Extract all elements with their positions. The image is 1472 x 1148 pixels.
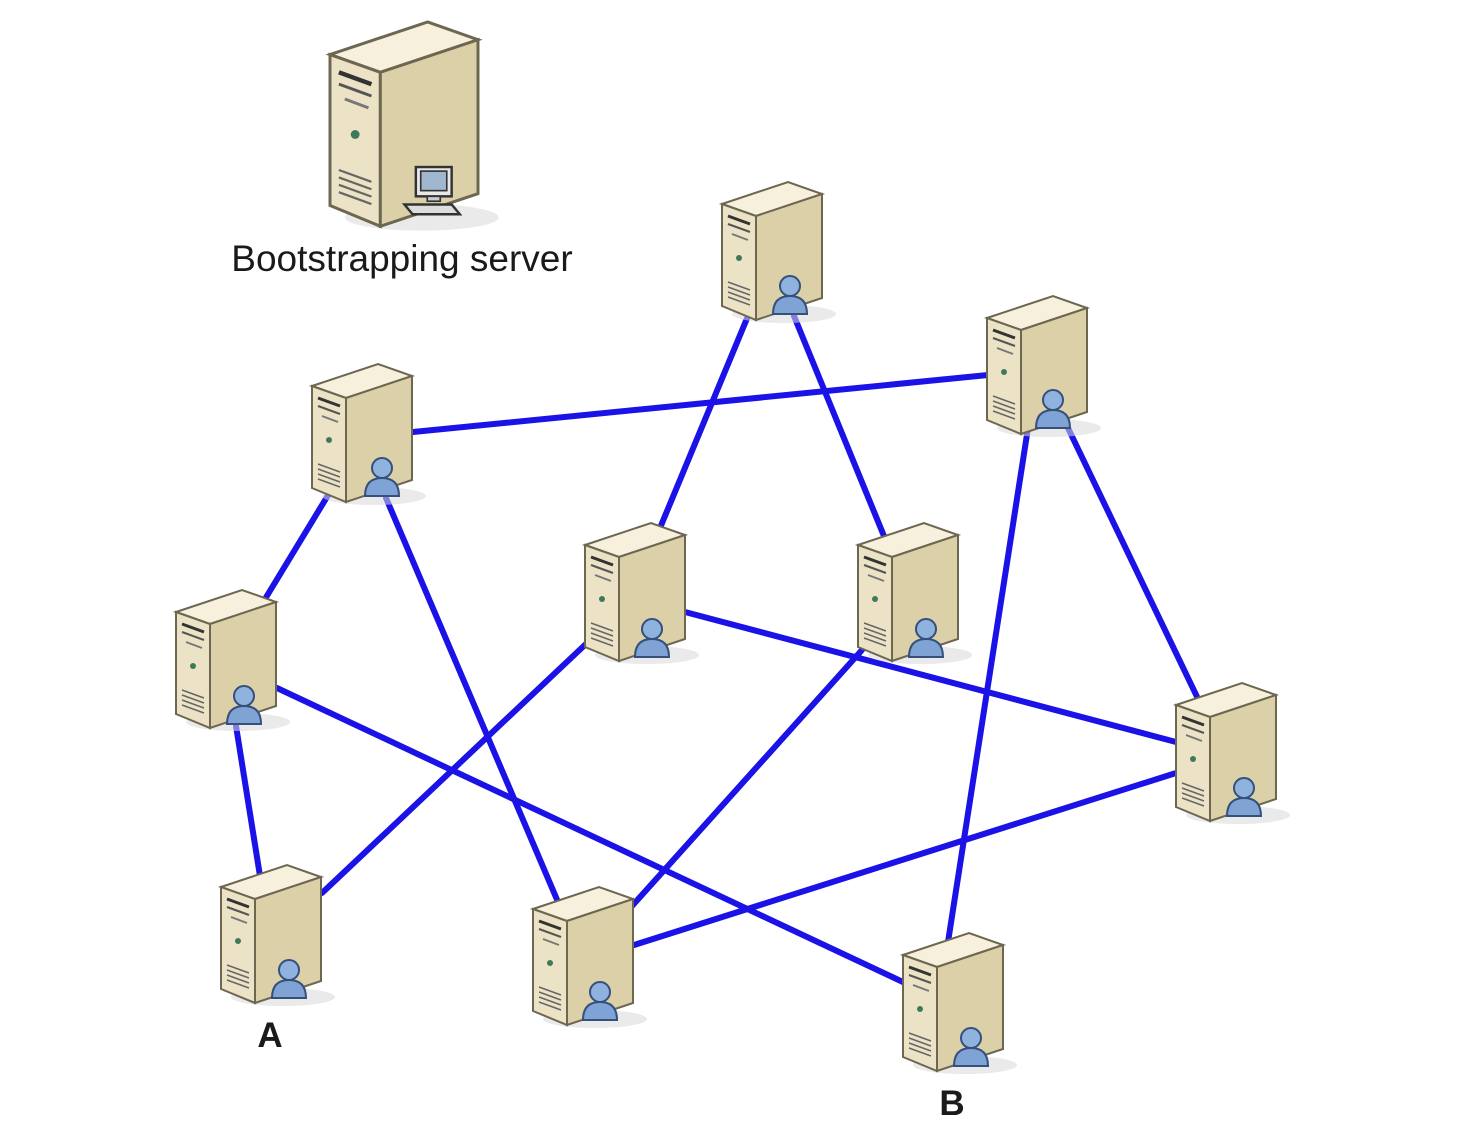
- network-links: [233, 313, 1203, 986]
- link-n-upper-left-to-n-bottom-center: [383, 495, 561, 905]
- link-n-upper-left-to-n-middle-left: [259, 489, 333, 607]
- peer-node-right: [1174, 681, 1292, 826]
- link-n-middle-left-to-node-b: [274, 685, 908, 986]
- link-n-top-center-to-n-center: [657, 313, 751, 531]
- link-n-top-right-to-node-b: [945, 425, 1031, 945]
- bootstrap-server-label: Bootstrapping server: [231, 238, 572, 279]
- peer-node-center-right: [856, 521, 974, 666]
- link-n-center-to-node-a: [319, 639, 591, 896]
- peer-node-middle-left: [174, 588, 292, 733]
- workstation-icon: [401, 165, 463, 216]
- bootstrap-server-node: [330, 22, 499, 231]
- link-n-center-to-n-right: [682, 609, 1179, 745]
- link-n-center-right-to-n-bottom-center: [629, 647, 865, 909]
- link-n-right-to-n-bottom-center: [631, 770, 1179, 948]
- peer-node-top-center: [720, 180, 838, 325]
- node-b-label: B: [939, 1084, 964, 1123]
- link-n-upper-left-to-n-top-right: [410, 372, 991, 435]
- node-a-label: A: [257, 1016, 282, 1055]
- link-n-middle-left-to-node-a: [233, 723, 263, 879]
- peer-node-top-right: [985, 294, 1103, 439]
- link-n-top-right-to-n-right: [1065, 425, 1203, 706]
- peer-node-b: [901, 931, 1019, 1076]
- link-n-top-center-to-n-center-right: [791, 313, 889, 544]
- peer-node-center: [583, 521, 701, 666]
- peer-node-a: [219, 863, 337, 1008]
- server-icon: [330, 22, 499, 231]
- peer-node-upper-left: [310, 362, 428, 507]
- peer-node-bottom-center: [531, 885, 649, 1030]
